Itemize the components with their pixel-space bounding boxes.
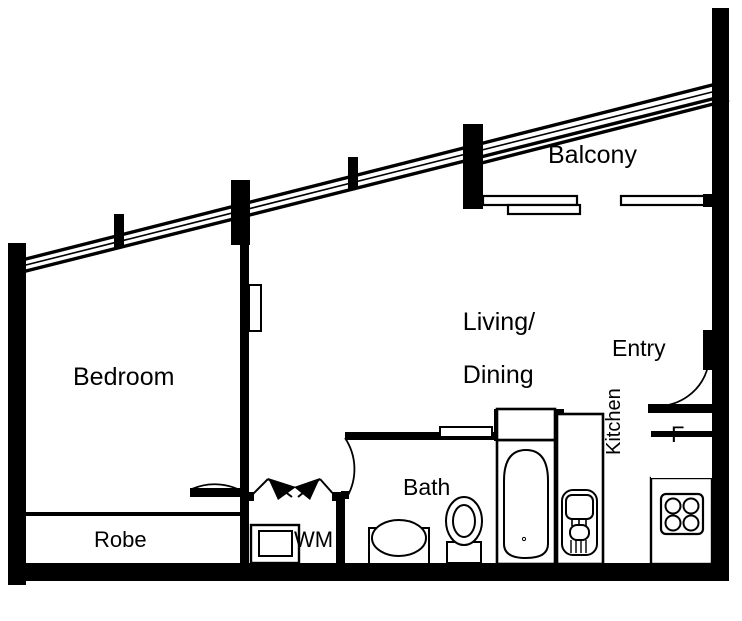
bathtub-drain [521,536,527,542]
room-label-bath: Bath [403,474,451,500]
wall-bedroom-hall-head [190,488,249,497]
cooktop-burner-1 [664,497,682,515]
sliding-door-panel-3[interactable] [619,194,714,207]
sliding-door-jamb [703,194,712,207]
bifold-arrow-right [294,478,320,500]
bifold-door-indicators[interactable] [245,478,341,501]
fridge-space [651,437,712,478]
room-label-living-line2: Dining [462,360,534,389]
sliding-door-panel-2[interactable] [506,203,582,216]
room-label-living-dining: Living/ Dining [435,282,535,415]
window-line-inner [13,93,729,276]
wall-exterior-bottom [8,563,729,581]
wall-exterior-right [712,8,729,581]
pier-large-2 [463,124,483,209]
wall-robe-right [240,495,249,565]
room-label-kitchen: Kitchen [603,388,625,455]
washing-machine-drum [258,530,293,557]
wall-bedroom-living [240,236,249,495]
bath-upper-cabinet [495,407,557,442]
cooktop-burner-2 [682,497,700,515]
bath-door-hinge [341,491,349,499]
bifold-hinge-left [245,492,254,501]
wall-exterior-left-stub [8,563,26,585]
room-label-entry: Entry [612,335,666,361]
balcony-sliding-doors[interactable] [481,194,714,216]
wall-entry-kitchen [648,404,712,413]
window-line-outer [13,79,729,264]
shower-mixer [569,524,590,541]
partition-niche [248,284,262,332]
bath-wall-niche [439,426,493,438]
wall-bath-top [345,432,497,440]
fixture-label-fridge: F [671,422,685,447]
pier-large-1 [231,180,250,245]
bifold-hinge-right [332,492,341,501]
mullion-small-1 [114,214,124,248]
fixture-label-washing-machine: WM [294,527,334,552]
wall-entry-upper [703,330,712,370]
bedroom-door[interactable] [191,483,249,496]
cooktop-burner-3 [664,514,682,532]
wall-robe-divider [26,512,244,516]
entry-door-swing-arc [656,369,708,407]
bedroom-partition-niche [248,284,262,332]
basin-bowl [371,519,427,557]
entry-door[interactable] [656,369,708,407]
wall-exterior-left [8,243,26,585]
washing-machine-fixture [249,523,301,565]
room-label-balcony: Balcony [548,141,637,169]
room-label-living-line1: Living/ [462,307,536,336]
bifold-arrow-left [268,478,296,500]
cooktop-burner-4 [682,514,700,532]
bath-fixtures [368,407,605,566]
sloped-window-wall [13,79,730,276]
bath-door-swing-arc [344,437,356,498]
bathtub-basin [503,448,549,560]
kitchen-fixtures [649,437,714,566]
wall-wm-right [336,495,345,565]
room-label-bedroom: Bedroom [73,363,175,391]
wall-entry-nib [651,431,712,437]
window-mullions [114,124,483,248]
sliding-door-panel-1[interactable] [481,194,579,207]
toilet-pan-inner [452,504,476,538]
bedroom-door-swing-arc [191,483,249,496]
shower-head-body [565,494,594,520]
structural-walls [8,8,729,585]
window-line-middle [13,87,729,269]
bath-door[interactable] [341,437,356,499]
mullion-small-2 [348,157,358,189]
room-label-robe: Robe [94,527,147,552]
balcony-rail-line-outer [465,98,730,169]
